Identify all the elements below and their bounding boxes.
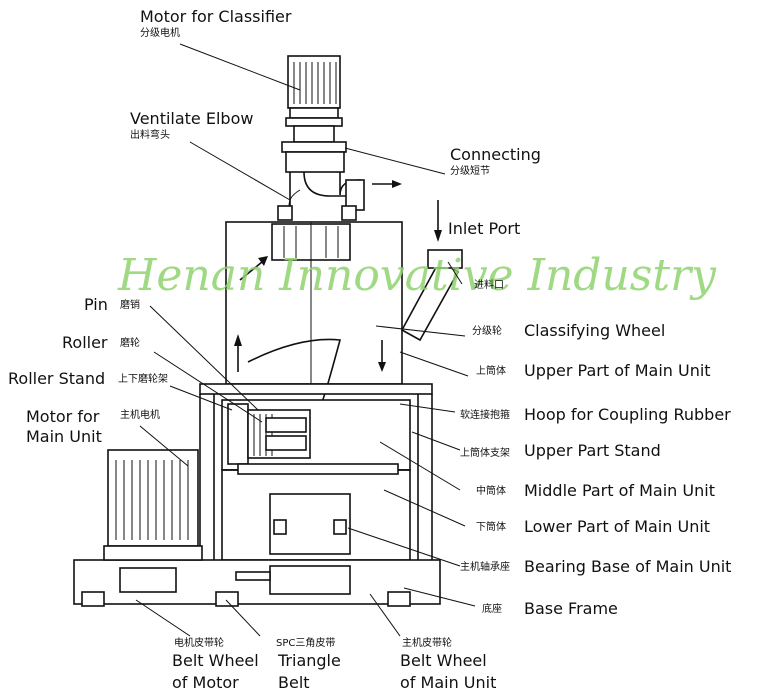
label-belt-wheel-main-cn: 主机皮带轮 [402, 636, 452, 649]
label-lower-part: Lower Part of Main Unit [524, 517, 710, 536]
label-motor-classifier: Motor for Classifier [140, 7, 292, 26]
label-pin-cn: 磨销 [120, 298, 140, 311]
label-motor-classifier-cn: 分级电机 [140, 26, 180, 39]
label-hoop-cn: 软连接抱箍 [460, 408, 510, 421]
label-roller-cn: 磨轮 [120, 336, 140, 349]
watermark-text: Henan Innovative Industry [117, 250, 717, 301]
label-inlet-port-cn: 进料口 [474, 278, 504, 291]
label-belt-wheel-motor-2: of Motor [172, 673, 239, 692]
label-inlet-port: Inlet Port [448, 219, 520, 238]
main-frame [73, 383, 441, 607]
labels: Motor for Classifier 分级电机 Ventilate Elbo… [8, 7, 731, 692]
label-connecting-cn: 分级短节 [450, 164, 490, 177]
label-belt-wheel-motor-cn: 电机皮带轮 [174, 636, 224, 649]
label-pin: Pin [84, 295, 108, 314]
label-upper-part-cn: 上筒体 [476, 364, 506, 377]
label-upper-stand-cn: 上筒体支架 [460, 446, 510, 459]
main-motor [103, 449, 203, 561]
label-triangle-belt-1: Triangle [277, 651, 341, 670]
leader-lines [135, 43, 476, 637]
label-connecting: Connecting [450, 145, 541, 164]
label-base-frame: Base Frame [524, 599, 618, 618]
label-middle-part: Middle Part of Main Unit [524, 481, 715, 500]
label-middle-part-cn: 中筒体 [476, 484, 506, 497]
ventilate-elbow [277, 151, 402, 221]
label-belt-wheel-main-1: Belt Wheel [400, 651, 487, 670]
upper-body [225, 200, 463, 403]
label-motor-main-cn: 主机电机 [120, 408, 160, 421]
label-ventilate-elbow-cn: 出料弯头 [130, 128, 170, 141]
label-ventilate-elbow: Ventilate Elbow [130, 109, 253, 128]
label-upper-stand: Upper Part Stand [524, 441, 661, 460]
label-triangle-belt-cn: SPC三角皮带 [276, 636, 335, 649]
classifier-motor [281, 55, 347, 153]
label-classifying-wheel-cn: 分级轮 [472, 324, 502, 337]
label-upper-part: Upper Part of Main Unit [524, 361, 711, 380]
label-roller-stand: Roller Stand [8, 369, 105, 388]
machine-drawing [73, 55, 463, 607]
label-base-frame-cn: 底座 [482, 602, 502, 615]
label-bearing-base-cn: 主机轴承座 [460, 560, 510, 573]
label-roller: Roller [62, 333, 108, 352]
label-triangle-belt-2: Belt [278, 673, 310, 692]
label-motor-main-1: Motor for [26, 407, 100, 426]
label-lower-part-cn: 下筒体 [476, 520, 506, 533]
label-bearing-base: Bearing Base of Main Unit [524, 557, 731, 576]
label-belt-wheel-motor-1: Belt Wheel [172, 651, 259, 670]
label-roller-stand-cn: 上下磨轮架 [118, 372, 168, 385]
label-motor-main-2: Main Unit [26, 427, 102, 446]
label-belt-wheel-main-2: of Main Unit [400, 673, 496, 692]
label-classifying-wheel: Classifying Wheel [524, 321, 665, 340]
label-hoop: Hoop for Coupling Rubber [524, 405, 731, 424]
